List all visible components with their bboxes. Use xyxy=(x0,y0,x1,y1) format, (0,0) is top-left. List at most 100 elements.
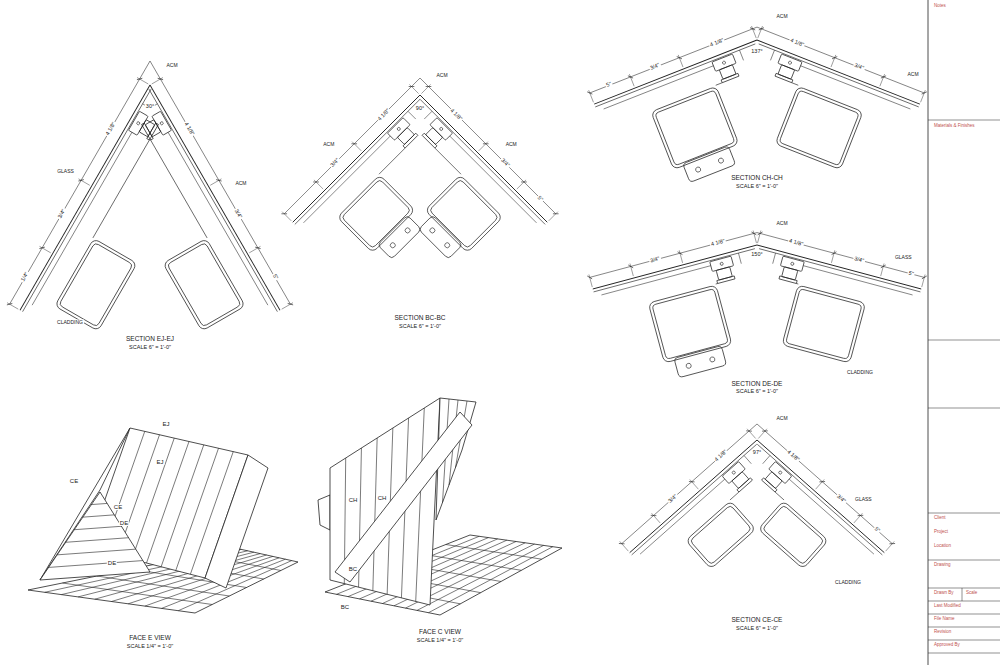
steel-tube-inner xyxy=(786,289,862,360)
steel-tube xyxy=(55,238,137,331)
dimension-line xyxy=(284,78,420,214)
scale-note: SCALE 1/4" = 1'-0" xyxy=(416,638,464,644)
acm-skin-inner xyxy=(759,249,920,292)
acm-skin-inner xyxy=(632,444,757,555)
extension-line xyxy=(652,513,661,523)
acm-skin xyxy=(420,95,547,222)
dimension-text: 1/4" xyxy=(20,271,31,284)
panel-joint xyxy=(161,445,204,567)
section-marker: CH xyxy=(348,497,359,503)
section-arm xyxy=(731,230,927,377)
mullion-cap xyxy=(778,54,802,71)
callout-label: ACM xyxy=(165,63,178,68)
section-title: SECTION CE-CE xyxy=(731,617,784,624)
section-title: SECTION BC-BC xyxy=(394,315,447,322)
section-marker: BC xyxy=(348,566,358,572)
gasket xyxy=(408,111,416,119)
fastener xyxy=(788,61,792,65)
glass-line xyxy=(604,66,714,109)
section-marker: CE xyxy=(69,478,79,484)
section-marker: EJ xyxy=(161,421,170,427)
dimension-line xyxy=(757,233,924,278)
acm-skin-inner xyxy=(595,44,755,107)
section-arm xyxy=(587,24,801,205)
callout-label: ACM xyxy=(775,221,788,226)
fastener xyxy=(778,470,782,474)
extension-line xyxy=(282,212,291,221)
dimension-text: 5" xyxy=(605,81,614,89)
paving-joint xyxy=(63,583,213,605)
paving-joint xyxy=(422,554,522,570)
dimension-text: 3/4" xyxy=(329,157,341,169)
fastener xyxy=(397,127,401,131)
mullion-base xyxy=(737,478,752,492)
acm-skin xyxy=(757,245,921,289)
dimension-text: 3/4" xyxy=(233,208,244,221)
mullion-base xyxy=(717,276,735,284)
mullion-base xyxy=(422,133,437,148)
panel-joint xyxy=(132,438,174,559)
acm-skin xyxy=(594,40,757,104)
title-block-rule xyxy=(962,588,963,601)
bolt-hole xyxy=(429,227,436,234)
clip-angle xyxy=(775,492,784,500)
section-marker: CH xyxy=(377,495,388,501)
gasket xyxy=(738,253,741,264)
scale-note: SCALE 6" = 1'-0" xyxy=(735,626,779,632)
dimension-text: 4 1/8" xyxy=(713,448,729,463)
dimension-text: 137° xyxy=(750,49,763,55)
acm-skin xyxy=(20,85,150,310)
callout-label: ACM xyxy=(775,416,788,421)
steel-tube-inner xyxy=(167,243,241,327)
extension-line xyxy=(886,541,895,551)
clip-angle xyxy=(796,283,798,285)
extension-line xyxy=(831,250,834,263)
steel-tube xyxy=(337,175,415,253)
steel-tube xyxy=(775,86,863,169)
callout-label: CLADDING xyxy=(56,320,84,325)
dimension-line xyxy=(757,27,924,93)
mullion-base xyxy=(779,276,797,284)
steel-tube xyxy=(648,285,732,363)
mullion-body xyxy=(397,128,414,145)
dimension-text: 3/4" xyxy=(649,256,662,264)
title-block-field: Scale xyxy=(965,591,978,596)
section-marker: EJ xyxy=(155,459,164,465)
dimension-line xyxy=(590,27,757,93)
clip-angle xyxy=(730,492,739,500)
acm-skin-inner xyxy=(149,89,278,312)
acm-skin xyxy=(150,85,280,310)
glass-line xyxy=(801,66,911,109)
extension-line xyxy=(152,78,163,85)
mullion-cap xyxy=(128,111,148,135)
callout-label: ACM xyxy=(322,141,335,146)
section-arm xyxy=(281,76,497,292)
section-marker: CE xyxy=(113,504,123,510)
mullion-cap xyxy=(152,111,172,135)
scale-note: SCALE 1/4" = 1'-0" xyxy=(126,644,174,650)
title-block-rule xyxy=(928,653,1000,654)
dimension-text: 4 1/8" xyxy=(709,238,726,248)
dimension-text: 3/4" xyxy=(56,208,67,221)
title-block-field: Location xyxy=(933,544,952,549)
title-block-border xyxy=(928,0,929,665)
title-block-field: Drawn By xyxy=(933,591,955,596)
title-block-rule xyxy=(928,614,1000,615)
title-block-rule xyxy=(928,513,1000,514)
steel-tube-inner xyxy=(690,505,752,565)
section-arm xyxy=(705,422,895,604)
extension-line xyxy=(690,479,699,489)
acm-skin-inner xyxy=(594,249,755,292)
callout-label: GLASS xyxy=(56,169,75,174)
bolt-hole xyxy=(718,157,724,163)
connection-plate xyxy=(674,346,727,378)
extension-line xyxy=(620,541,629,551)
gasket xyxy=(773,253,776,264)
dimension-text: 4 1/8" xyxy=(789,37,806,48)
callout-label: ACM xyxy=(775,14,788,19)
extension-line xyxy=(758,26,763,38)
dimension-text: 4 1/8" xyxy=(376,107,391,122)
scale-note: SCALE 6" = 1'-0" xyxy=(735,389,779,395)
section-arm xyxy=(72,60,294,351)
